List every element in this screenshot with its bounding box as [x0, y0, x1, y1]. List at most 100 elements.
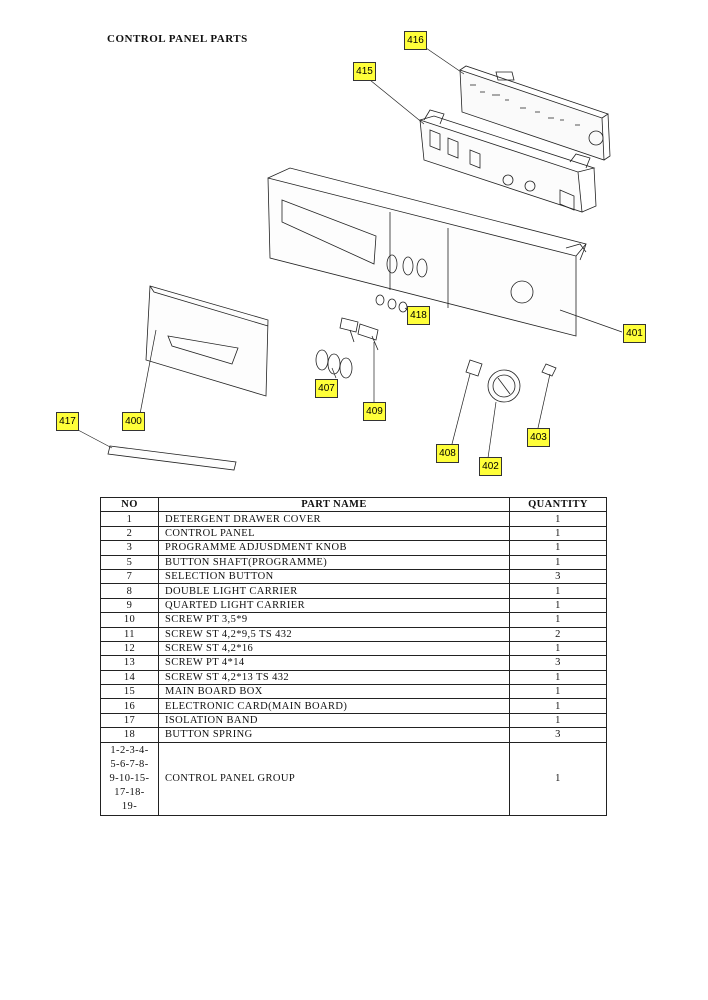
cell-no: 3	[100, 540, 159, 556]
cell-quantity: 1	[509, 698, 607, 714]
light-carrier-drawing	[339, 317, 379, 351]
cell-no: 14	[100, 669, 159, 686]
cell-quantity: 1	[509, 554, 607, 570]
leader-lines	[77, 47, 623, 459]
cell-quantity: 1	[509, 583, 607, 599]
cell-quantity: 1	[509, 640, 607, 657]
group-row: 1-2-3-4- 5-6-7-8- 9-10-15- 17-18- 19- CO…	[100, 741, 607, 816]
cell-quantity: 1	[509, 684, 607, 700]
cell-quantity: 3	[509, 727, 607, 743]
page-title: CONTROL PANEL PARTS	[107, 33, 248, 45]
cell-quantity: 1	[509, 669, 607, 686]
cell-part-name: SELECTION BUTTON	[158, 568, 510, 585]
cell-no: 18	[100, 727, 159, 743]
cell-group-no: 1-2-3-4- 5-6-7-8- 9-10-15- 17-18- 19-	[100, 741, 159, 816]
cell-no: 13	[100, 655, 159, 671]
group-no-line: 9-10-15-	[109, 772, 150, 784]
cell-no: 10	[100, 612, 159, 628]
callout-403: 403	[527, 428, 550, 447]
cell-part-name: SCREW ST 4,2*9,5 TS 432	[158, 626, 510, 642]
cell-no: 2	[100, 525, 159, 542]
cell-no: 12	[100, 640, 159, 657]
group-no-line: 1-2-3-4-	[110, 744, 149, 756]
cell-part-name: SCREW PT 3,5*9	[158, 612, 510, 628]
cell-quantity: 1	[509, 712, 607, 729]
group-no-line: 17-18-	[114, 786, 145, 798]
cell-part-name: SCREW ST 4,2*16	[158, 640, 510, 657]
table-header-row: NO PART NAME QUANTITY	[100, 496, 607, 513]
main-board-box-drawing	[419, 109, 597, 213]
selection-button-drawing	[315, 349, 353, 379]
cell-quantity: 1	[509, 511, 607, 527]
cell-no: 11	[100, 626, 159, 642]
cell-part-name: BUTTON SPRING	[158, 727, 510, 743]
cell-no: 17	[100, 712, 159, 729]
cell-no: 5	[100, 554, 159, 570]
cell-part-name: BUTTON SHAFT(PROGRAMME)	[158, 554, 510, 570]
cell-part-name: ELECTRONIC CARD(MAIN BOARD)	[158, 698, 510, 714]
callout-416: 416	[404, 31, 427, 50]
cell-quantity: 1	[509, 525, 607, 542]
cell-quantity: 1	[509, 540, 607, 556]
cell-no: 1	[100, 511, 159, 527]
cell-part-name: PROGRAMME ADJUSDMENT KNOB	[158, 540, 510, 556]
cell-quantity: 2	[509, 626, 607, 642]
control-panel-drawing	[267, 167, 587, 337]
exploded-parts-diagram	[77, 47, 623, 471]
cell-quantity: 3	[509, 568, 607, 585]
cell-quantity: 3	[509, 655, 607, 671]
cell-part-name: CONTROL PANEL	[158, 525, 510, 542]
header-no: NO	[100, 496, 159, 513]
callout-402: 402	[479, 457, 502, 476]
electronic-card-drawing	[459, 65, 611, 161]
cell-no: 7	[100, 568, 159, 585]
button-spring-drawing	[375, 294, 408, 313]
cell-part-name: SCREW ST 4,2*13 TS 432	[158, 669, 510, 686]
header-part-name: PART NAME	[158, 496, 510, 513]
cell-part-name: DETERGENT DRAWER COVER	[158, 511, 510, 527]
cell-part-name: QUARTED LIGHT CARRIER	[158, 597, 510, 614]
cell-no: 16	[100, 698, 159, 714]
drawer-cover-drawing	[145, 285, 269, 397]
callout-400: 400	[122, 412, 145, 431]
cell-no: 8	[100, 583, 159, 599]
cell-part-name: DOUBLE LIGHT CARRIER	[158, 583, 510, 599]
callout-417: 417	[56, 412, 79, 431]
isolation-band-drawing	[107, 445, 237, 471]
header-quantity: QUANTITY	[509, 496, 607, 513]
cell-group-quantity: 1	[509, 741, 607, 816]
callout-415: 415	[353, 62, 376, 81]
screw-drawing	[541, 363, 557, 377]
cell-quantity: 1	[509, 597, 607, 614]
group-no-line: 19-	[121, 800, 138, 812]
cell-part-name: ISOLATION BAND	[158, 712, 510, 729]
cell-part-name: SCREW PT 4*14	[158, 655, 510, 671]
group-no-line: 5-6-7-8-	[110, 758, 149, 770]
cell-no: 15	[100, 684, 159, 700]
button-shaft-drawing	[465, 359, 483, 377]
cell-group-name: CONTROL PANEL GROUP	[158, 741, 510, 816]
cell-no: 9	[100, 597, 159, 614]
cell-part-name: MAIN BOARD BOX	[158, 684, 510, 700]
callout-418: 418	[407, 306, 430, 325]
knob-drawing	[487, 369, 521, 403]
callout-407: 407	[315, 379, 338, 398]
callout-409: 409	[363, 402, 386, 421]
cell-quantity: 1	[509, 612, 607, 628]
callout-408: 408	[436, 444, 459, 463]
